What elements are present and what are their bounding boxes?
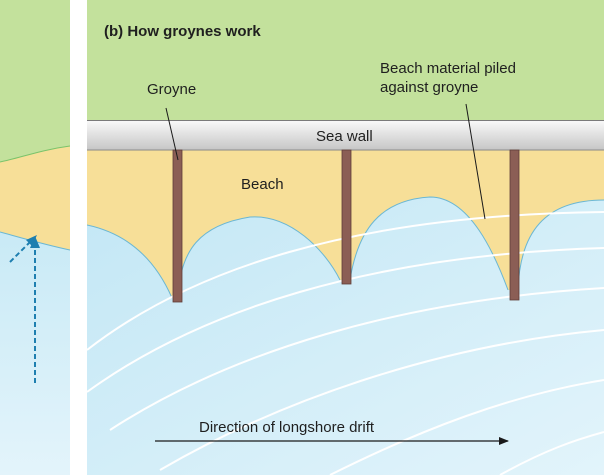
wave-crest bbox=[499, 431, 604, 475]
sea-wall bbox=[87, 120, 604, 150]
backwash-arrowhead bbox=[30, 236, 40, 248]
panel-a-coastline bbox=[0, 145, 70, 163]
beach-material-label-line2: against groyne bbox=[380, 79, 478, 96]
beach-material-label-line1: Beach material piled bbox=[380, 60, 516, 77]
panel-b: (b) How groynes work Groyne Beach materi… bbox=[87, 0, 604, 475]
wave-crest bbox=[109, 287, 604, 431]
groynes bbox=[172, 149, 520, 303]
longshore-drift-label: Direction of longshore drift bbox=[199, 419, 375, 436]
panel-a-sea bbox=[0, 232, 70, 475]
groyne bbox=[341, 149, 352, 285]
panel-a-fragment bbox=[0, 0, 70, 475]
land bbox=[87, 0, 604, 120]
wave-crest bbox=[329, 379, 604, 475]
sea bbox=[87, 197, 604, 475]
panel-gap bbox=[70, 0, 87, 475]
wave-crest bbox=[87, 211, 604, 351]
beach-label: Beach bbox=[241, 176, 284, 193]
beach-material-leader-line bbox=[465, 103, 486, 220]
groyne bbox=[172, 149, 183, 303]
groyne-label: Groyne bbox=[147, 81, 196, 98]
swash-arrowhead bbox=[26, 235, 37, 246]
sea-wall-label: Sea wall bbox=[316, 128, 373, 145]
groyne bbox=[509, 149, 520, 301]
wave-crest bbox=[159, 329, 604, 471]
sea-edge bbox=[87, 196, 604, 299]
diagram-title: (b) How groynes work bbox=[104, 23, 261, 40]
groyne-leader-line bbox=[165, 107, 179, 161]
